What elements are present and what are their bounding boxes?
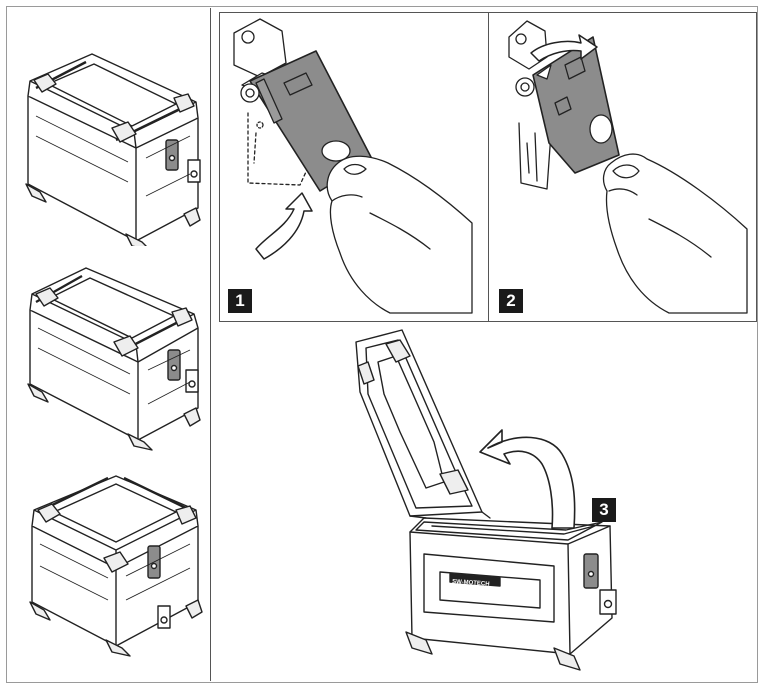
step-3-badge: 3	[592, 498, 616, 522]
lift-latch-arrow-icon	[255, 192, 313, 260]
step-2-badge: 2	[499, 289, 523, 313]
flip-latch-arrow-icon	[530, 34, 598, 80]
step-3-figure: SW-MOTECH 3	[340, 322, 640, 682]
column-divider	[210, 8, 211, 681]
case-variant-medium	[16, 258, 208, 458]
step-1-badge: 1	[228, 289, 252, 313]
page-frame	[6, 6, 758, 683]
case-variant-large	[16, 36, 208, 246]
brand-label: SW-MOTECH	[452, 579, 490, 588]
open-case-arrow-icon	[479, 429, 576, 529]
steps-divider	[488, 12, 489, 322]
case-variants-column	[8, 8, 208, 681]
case-variant-top	[16, 470, 208, 666]
step-2-panel: 2	[489, 13, 756, 321]
step-1-panel: 1	[220, 13, 487, 321]
